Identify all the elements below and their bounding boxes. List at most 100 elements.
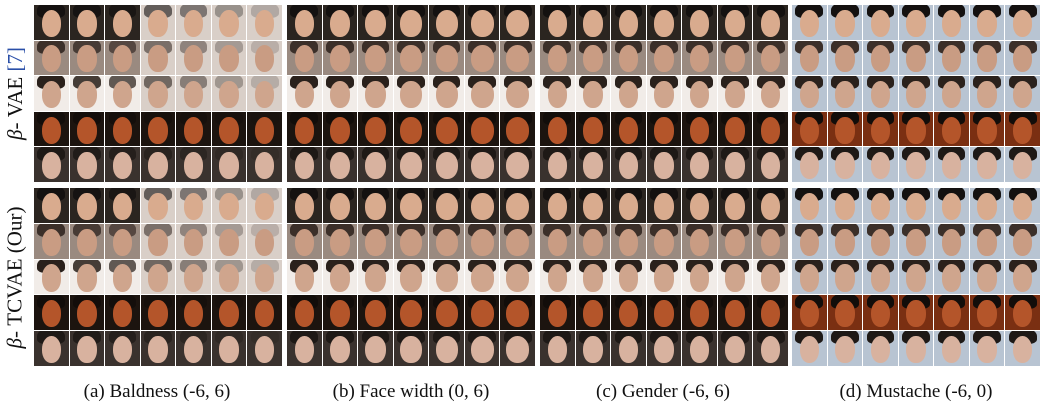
face-thumbnail (211, 331, 247, 366)
face-thumbnail (611, 40, 646, 76)
face-shape (941, 336, 962, 364)
face-shape (400, 228, 422, 256)
face-shape (689, 264, 710, 292)
face-thumbnail (792, 40, 827, 76)
face-shape (294, 81, 314, 109)
face-thumbnail (393, 331, 429, 366)
citation-link[interactable]: [7] (2, 47, 27, 72)
face-shape (329, 152, 350, 180)
face-thumbnail (611, 331, 646, 366)
face-shape (654, 81, 674, 109)
face-shape (41, 192, 61, 220)
face-thumbnail (429, 76, 464, 111)
face-thumbnail (176, 147, 211, 182)
face-shape (41, 264, 61, 292)
face-shape (689, 152, 710, 180)
face-shape (505, 300, 530, 328)
face-thumbnail (1005, 295, 1040, 331)
face-shape (219, 45, 239, 73)
face-thumbnail (287, 5, 322, 40)
face-shape (1013, 81, 1033, 109)
face-shape (435, 228, 458, 256)
face-thumbnail (934, 5, 969, 40)
face-thumbnail (682, 295, 717, 331)
face-thumbnail (429, 295, 464, 331)
face-thumbnail (358, 295, 393, 331)
face-thumbnail (358, 147, 393, 182)
face-shape (941, 45, 962, 73)
face-shape (435, 9, 458, 37)
face-thumbnail (464, 5, 500, 40)
face-shape (1013, 9, 1033, 37)
face-shape (470, 116, 494, 144)
face-thumbnail (34, 188, 69, 223)
face-thumbnail (464, 295, 500, 331)
face-shape (77, 300, 97, 328)
face-shape (977, 192, 997, 220)
face-shape (148, 152, 168, 180)
face-shape (941, 300, 962, 328)
face-thumbnail (140, 331, 176, 366)
face-shape (505, 192, 530, 220)
face-thumbnail (105, 76, 140, 111)
face-shape (400, 336, 422, 364)
face-thumbnail (464, 188, 500, 223)
face-thumbnail (247, 111, 282, 147)
face-shape (799, 152, 819, 180)
face-shape (365, 336, 386, 364)
face-shape (977, 336, 997, 364)
face-shape (977, 264, 997, 292)
face-thumbnail (393, 5, 429, 40)
face-shape (183, 152, 204, 180)
face-shape (219, 300, 239, 328)
face-shape (654, 228, 674, 256)
face-shape (547, 228, 567, 256)
face-thumbnail (753, 40, 788, 76)
face-shape (505, 228, 530, 256)
face-shape (583, 192, 603, 220)
face-shape (255, 81, 275, 109)
face-shape (618, 228, 639, 256)
face-shape (219, 152, 239, 180)
face-shape (941, 9, 962, 37)
face-shape (183, 300, 204, 328)
face-thumbnail (69, 76, 105, 111)
face-shape (799, 300, 819, 328)
face-thumbnail (682, 147, 717, 182)
face-thumbnail (69, 188, 105, 223)
face-thumbnail (863, 5, 898, 40)
face-shape (761, 116, 781, 144)
face-shape (183, 9, 204, 37)
face-shape (112, 336, 133, 364)
face-thumbnail (827, 331, 863, 366)
face-shape (870, 81, 891, 109)
face-thumbnail (69, 259, 105, 295)
face-shape (435, 152, 458, 180)
face-shape (761, 81, 781, 109)
face-shape (112, 228, 133, 256)
face-shape (870, 336, 891, 364)
panel-mustache-beta-vae (792, 5, 1040, 182)
face-thumbnail (247, 223, 282, 259)
face-thumbnail (753, 76, 788, 111)
face-shape (870, 116, 891, 144)
face-shape (689, 9, 710, 37)
face-thumbnail (140, 188, 176, 223)
face-thumbnail (646, 40, 682, 76)
face-shape (906, 300, 926, 328)
face-shape (799, 45, 819, 73)
face-thumbnail (105, 223, 140, 259)
face-shape (470, 336, 494, 364)
face-shape (294, 228, 314, 256)
face-shape (870, 192, 891, 220)
face-shape (906, 116, 926, 144)
panel-baldness-beta-vae (34, 5, 282, 182)
face-thumbnail (646, 76, 682, 111)
face-thumbnail (464, 76, 500, 111)
face-shape (583, 300, 603, 328)
face-thumbnail (717, 111, 753, 147)
face-thumbnail (105, 188, 140, 223)
face-shape (618, 9, 639, 37)
face-thumbnail (863, 147, 898, 182)
face-shape (219, 264, 239, 292)
